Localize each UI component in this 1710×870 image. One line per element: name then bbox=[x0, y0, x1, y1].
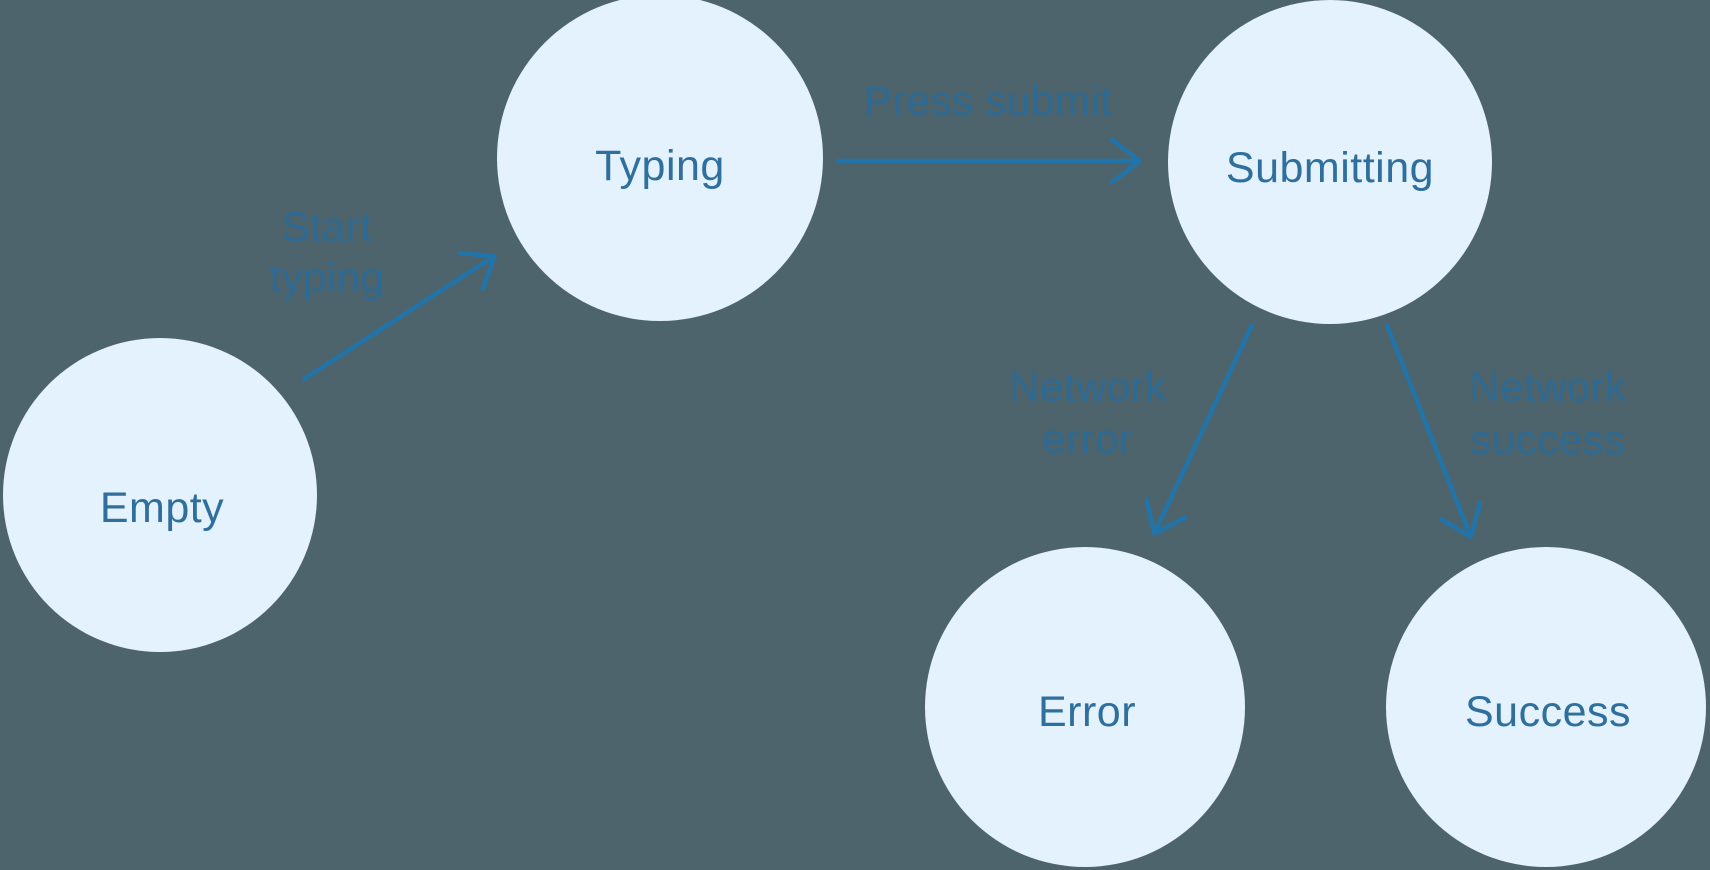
state-circle-typing bbox=[497, 0, 823, 321]
transition-label-line: Network bbox=[1009, 363, 1167, 410]
state-label-error: Error bbox=[1038, 688, 1136, 736]
transition-label-submitting-to-error: Network error bbox=[1009, 363, 1167, 462]
state-label-empty: Empty bbox=[100, 484, 224, 532]
state-node-submitting: Submitting bbox=[1168, 0, 1492, 324]
transition-submitting-to-success: Network success bbox=[1384, 322, 1627, 535]
transition-typing-to-submitting: Press submit bbox=[835, 77, 1138, 162]
transition-submitting-to-error: Network error bbox=[1009, 322, 1255, 532]
transition-label-typing-to-submitting: Press submit bbox=[864, 77, 1113, 124]
state-label-success: Success bbox=[1465, 688, 1631, 736]
state-circle-submitting bbox=[1168, 0, 1492, 324]
state-node-typing: Typing bbox=[497, 0, 823, 321]
transition-label-line: typing bbox=[269, 254, 384, 301]
transition-label-line: error bbox=[1042, 415, 1133, 462]
state-label-submitting: Submitting bbox=[1226, 144, 1434, 192]
transition-label-submitting-to-success: Network success bbox=[1469, 363, 1627, 463]
state-circle-error bbox=[925, 547, 1245, 867]
transition-label-line: success bbox=[1470, 416, 1625, 463]
state-node-error: Error bbox=[925, 547, 1245, 867]
state-circle-empty bbox=[3, 338, 317, 652]
state-node-success: Success bbox=[1386, 547, 1706, 867]
state-label-typing: Typing bbox=[595, 142, 725, 190]
transition-label-line: Network bbox=[1469, 363, 1627, 410]
transition-label-line: Press submit bbox=[864, 77, 1113, 124]
state-node-empty: Empty bbox=[3, 338, 317, 652]
transition-label-line: Start bbox=[281, 203, 372, 250]
transition-arrow-submitting-to-success bbox=[1384, 322, 1470, 535]
state-circle-success bbox=[1386, 547, 1706, 867]
transition-arrow-submitting-to-error bbox=[1155, 322, 1255, 532]
transition-arrow-empty-to-typing bbox=[301, 257, 493, 382]
